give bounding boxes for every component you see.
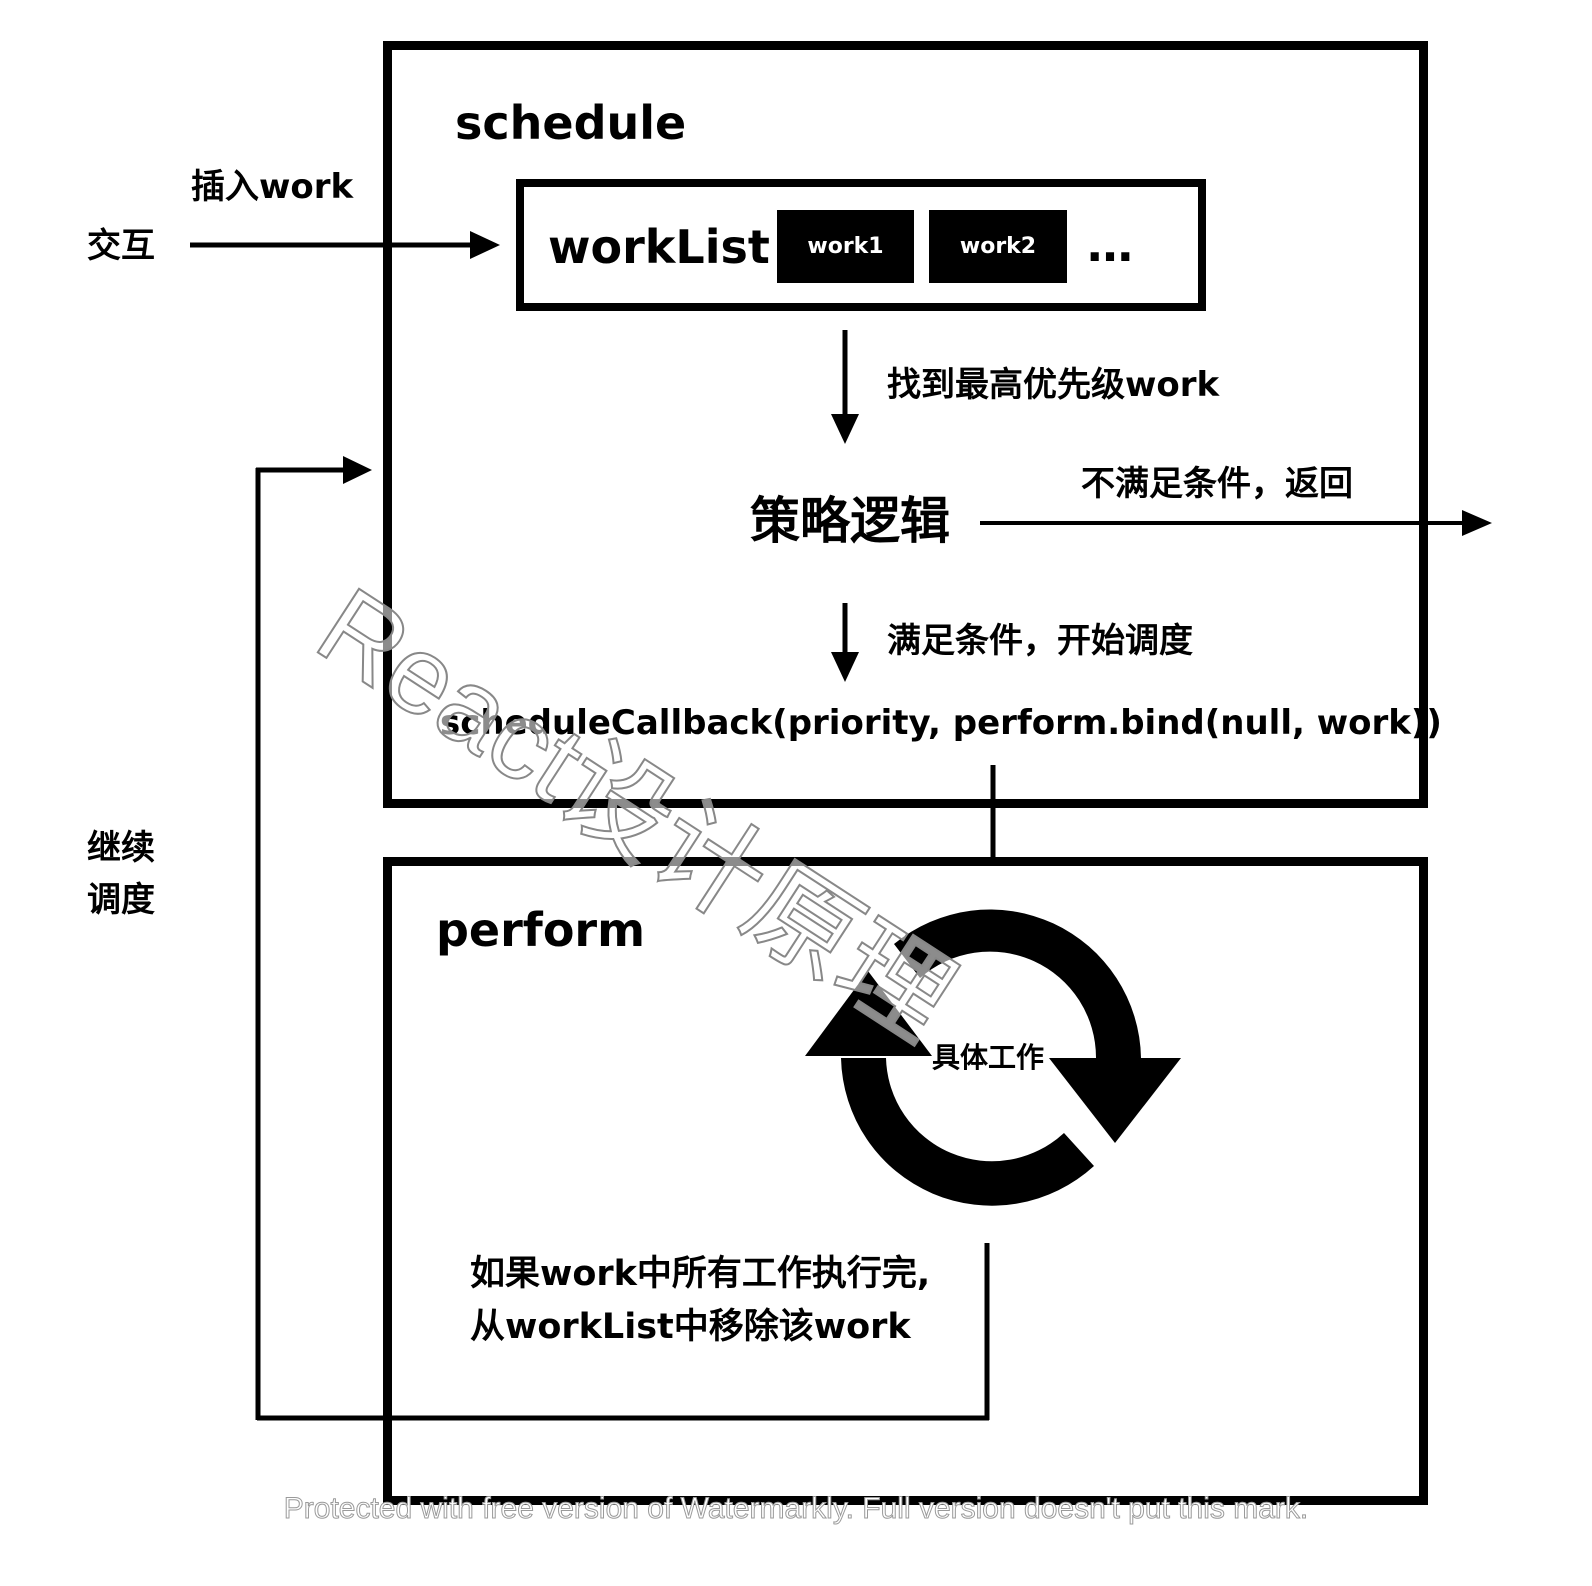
worklist-label: workList (548, 220, 770, 274)
return-arrow (980, 510, 1492, 536)
strategy-logic-label: 策略逻辑 (750, 492, 950, 550)
continue-label-line1: 继续 (87, 828, 155, 868)
worklist-box (516, 179, 1206, 311)
perform-title: perform (436, 903, 646, 957)
cycle-icon (805, 909, 1181, 1206)
find-highest-priority-label: 找到最高优先级work (887, 365, 1220, 405)
continue-label-line2: 调度 (87, 880, 155, 920)
cycle-label: 具体工作 (932, 1041, 1045, 1074)
insert-label: 插入work (191, 167, 354, 207)
continue-loop-arrow (255, 456, 990, 1421)
work-item-1: work1 (777, 210, 914, 283)
schedule-box (383, 41, 1428, 808)
met-start-label: 满足条件，开始调度 (887, 621, 1193, 661)
schedule-callback-label: scheduleCallback(priority, perform.bind(… (440, 703, 1442, 743)
start-arrow (831, 603, 859, 682)
schedule-title: schedule (455, 96, 687, 150)
insert-arrow (190, 231, 500, 259)
perform-note-line2: 从workList中移除该work (470, 1307, 911, 1347)
interaction-label: 交互 (87, 226, 155, 266)
perform-note-line1: 如果work中所有工作执行完, (470, 1254, 931, 1294)
worklist-more: … (1087, 218, 1133, 272)
perform-box (383, 857, 1428, 1505)
not-met-return-label: 不满足条件，返回 (1081, 464, 1353, 504)
work-item-2: work2 (929, 210, 1067, 283)
find-arrow (831, 330, 859, 444)
